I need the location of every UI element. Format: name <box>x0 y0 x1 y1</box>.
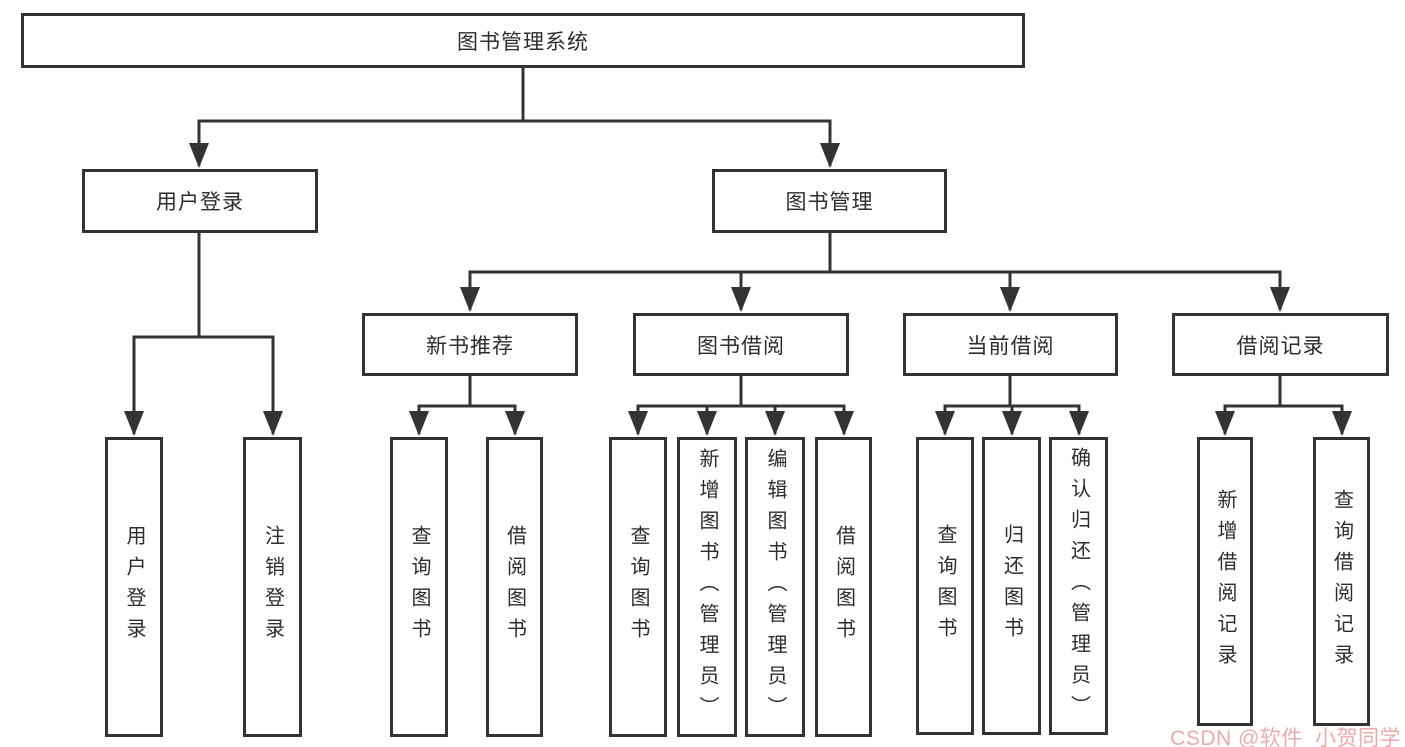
leaf-query-books: 查询图书 <box>609 437 667 737</box>
node-label: 用户登录 <box>156 191 244 214</box>
leaf-return-books: 归还图书 <box>982 437 1041 735</box>
node-label: 借阅记录 <box>1236 334 1325 358</box>
leaf-borrow-books: 借阅图书 <box>815 437 872 737</box>
leaf-confirm-return-admin: 确认归还（管理员） <box>1049 437 1108 735</box>
leaf-add-books-admin: 新增图书（管理员） <box>677 437 737 737</box>
leaf-add-borrow-record: 新增借阅记录 <box>1197 437 1253 726</box>
leaf-label: 查询借阅记录 <box>1330 488 1353 675</box>
node-user-login: 用户登录 <box>82 169 318 233</box>
node-new-book-recommend: 新书推荐 <box>362 313 578 376</box>
csdn-watermark: CSDN @软件_小贺同学 <box>1170 727 1401 747</box>
node-label: 图书管理 <box>785 191 874 214</box>
leaf-query-books: 查询图书 <box>916 437 974 735</box>
leaf-label: 新增借阅记录 <box>1214 488 1236 675</box>
leaf-label: 查询图书 <box>934 524 956 648</box>
node-book-management: 图书管理 <box>712 169 947 233</box>
leaf-label: 确认归还（管理员） <box>1067 446 1090 726</box>
node-borrow-records: 借阅记录 <box>1172 313 1389 376</box>
leaf-label: 编辑图书（管理员） <box>764 447 786 727</box>
leaf-logout: 注销登录 <box>243 437 302 737</box>
node-label: 图书借阅 <box>697 334 785 358</box>
node-label: 新书推荐 <box>426 334 514 358</box>
leaf-query-books: 查询图书 <box>390 437 448 737</box>
leaf-label: 注销登录 <box>261 525 284 649</box>
leaf-borrow-books: 借阅图书 <box>486 437 543 737</box>
leaf-user-login: 用户登录 <box>105 437 163 737</box>
leaf-label: 查询图书 <box>627 525 649 649</box>
node-root-library-system: 图书管理系统 <box>21 13 1025 68</box>
leaf-label: 借阅图书 <box>832 525 855 649</box>
leaf-edit-books-admin: 编辑图书（管理员） <box>745 437 805 737</box>
node-label: 图书管理系统 <box>457 30 589 54</box>
leaf-label: 查询图书 <box>408 525 430 649</box>
arrowheads <box>124 143 1352 436</box>
node-book-borrow: 图书借阅 <box>633 313 849 376</box>
leaf-label: 借阅图书 <box>503 525 526 649</box>
leaf-label: 新增图书（管理员） <box>696 447 718 727</box>
node-label: 当前借阅 <box>966 334 1055 358</box>
leaf-query-borrow-record: 查询借阅记录 <box>1313 437 1370 726</box>
node-current-borrow: 当前借阅 <box>903 313 1118 376</box>
leaf-label: 归还图书 <box>1000 524 1023 648</box>
leaf-label: 用户登录 <box>123 525 145 649</box>
